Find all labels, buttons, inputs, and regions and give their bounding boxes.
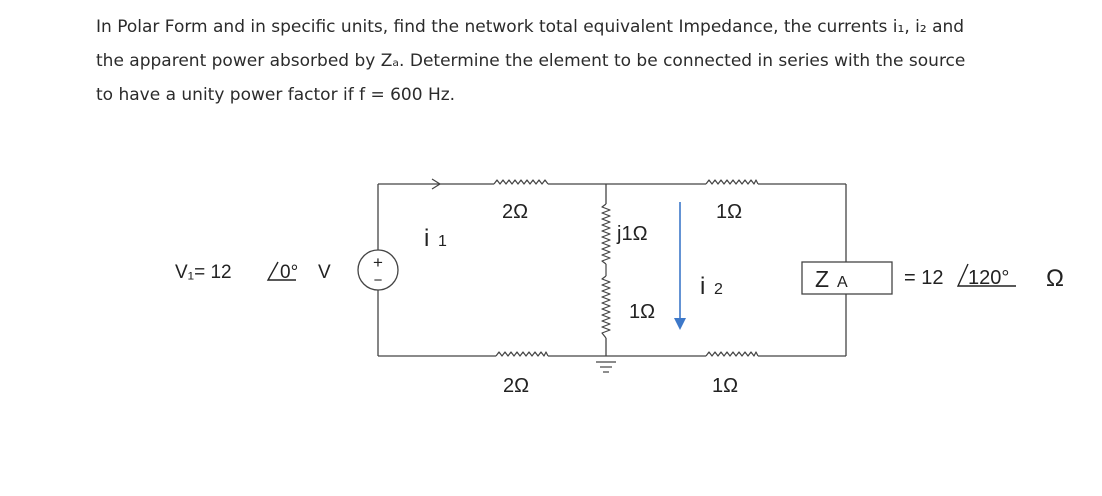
za-angle-symbol-icon — [956, 263, 1016, 287]
resistor-top-left — [493, 179, 549, 185]
za-label-main: Z — [815, 266, 829, 292]
i1-arrow-icon — [431, 178, 442, 190]
source-angle-value: 0° — [280, 262, 298, 283]
angle-symbol-icon — [266, 261, 296, 281]
i1-label: i — [424, 225, 429, 252]
problem-line-1: In Polar Form and in specific units, fin… — [96, 17, 965, 37]
resistor-middle — [601, 275, 611, 339]
za-angle-value: 120° — [968, 267, 1009, 289]
circuit-wires — [377, 183, 847, 357]
source-voltage-label: V₁= 12 — [175, 262, 232, 283]
za-unit: Ω — [1046, 265, 1064, 292]
label-r-bottom-right: 1Ω — [712, 375, 738, 397]
label-r-bottom-left: 2Ω — [503, 375, 529, 397]
problem-statement: In Polar Form and in specific units, fin… — [96, 10, 1056, 112]
ground-mark — [596, 361, 616, 373]
problem-line-2: the apparent power absorbed by Zₐ. Deter… — [96, 51, 966, 71]
label-r-top-right: 1Ω — [716, 201, 742, 223]
voltage-source: + − — [357, 249, 399, 291]
resistor-bottom-right — [705, 351, 759, 357]
source-minus-sign: − — [374, 272, 383, 289]
i2-label: i — [700, 273, 705, 300]
problem-line-3: to have a unity power factor if f = 600 … — [96, 85, 456, 105]
za-label-sub: A — [837, 274, 848, 291]
za-box — [801, 261, 893, 295]
label-inductor: j1Ω — [616, 223, 648, 245]
i2-subscript: 2 — [714, 281, 723, 298]
inductor-middle — [601, 203, 611, 265]
label-r-top-left: 2Ω — [502, 201, 528, 223]
i2-arrow-icon — [674, 202, 686, 330]
resistor-bottom-left — [495, 351, 549, 357]
source-circle — [357, 249, 399, 291]
i1-subscript: 1 — [438, 233, 447, 250]
label-r-middle: 1Ω — [629, 301, 655, 323]
za-value: = 12 — [904, 267, 943, 289]
source-unit: V — [318, 262, 331, 283]
source-plus-sign: + — [373, 253, 383, 272]
resistor-top-right — [705, 179, 759, 185]
